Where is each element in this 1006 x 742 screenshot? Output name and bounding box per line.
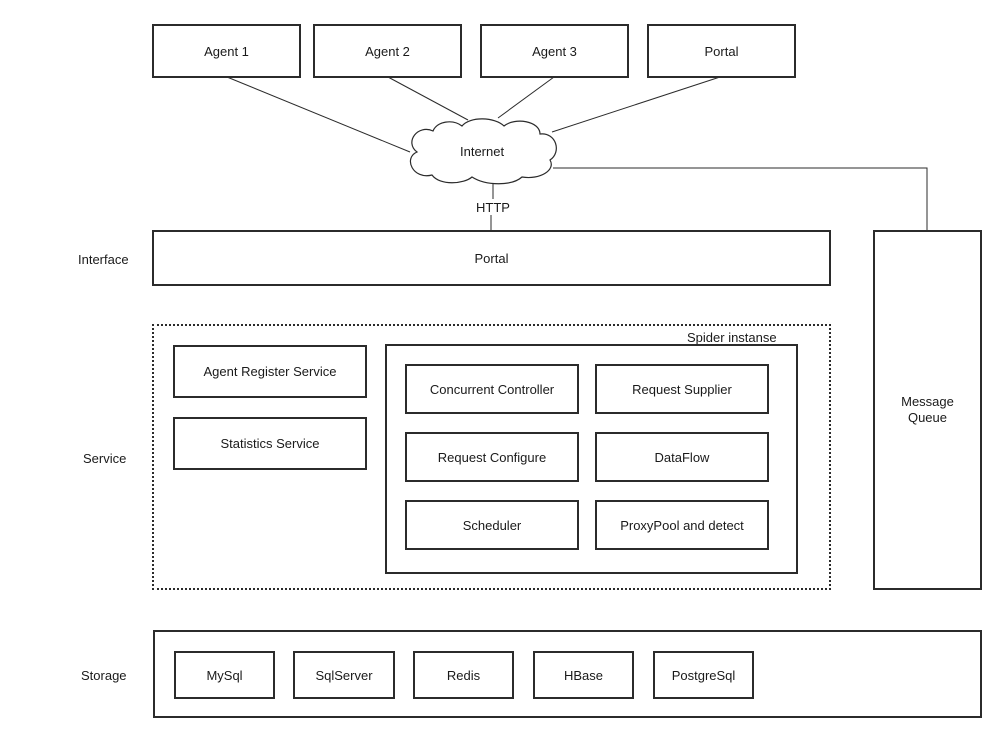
- layer-label-service: Service: [83, 451, 127, 466]
- request-configure-box: Request Configure: [405, 432, 579, 482]
- concurrent-controller-label: Concurrent Controller: [429, 381, 555, 397]
- link-agent1-internet: [226, 76, 411, 153]
- agent-2-label: Agent 2: [365, 43, 410, 59]
- postgresql-label: PostgreSql: [671, 667, 736, 683]
- sqlserver-box: SqlServer: [293, 651, 395, 699]
- proxypool-label: ProxyPool and detect: [620, 517, 744, 533]
- redis-box: Redis: [413, 651, 514, 699]
- dataflow-label: DataFlow: [654, 449, 710, 465]
- internet-label: Internet: [460, 144, 505, 159]
- statistics-service-label: Statistics Service: [220, 436, 320, 451]
- portal-client-box: Portal: [647, 24, 796, 78]
- agent-1-box: Agent 1: [152, 24, 301, 78]
- spider-instance-title: Spider instanse: [687, 330, 777, 345]
- message-queue-label: Message Queue: [901, 394, 954, 425]
- layer-label-storage: Storage: [81, 668, 127, 683]
- link-portal-internet: [551, 76, 721, 133]
- mysql-box: MySql: [174, 651, 275, 699]
- sqlserver-label: SqlServer: [315, 667, 373, 683]
- agent-3-box: Agent 3: [480, 24, 629, 78]
- scheduler-box: Scheduler: [405, 500, 579, 550]
- interface-portal-label: Portal: [474, 250, 509, 266]
- dataflow-box: DataFlow: [595, 432, 769, 482]
- interface-portal-box: Portal: [152, 230, 831, 286]
- redis-label: Redis: [446, 667, 481, 683]
- agent-register-service-label: Agent Register Service: [203, 364, 337, 379]
- link-agent2-internet: [387, 76, 469, 121]
- mysql-label: MySql: [206, 667, 243, 683]
- spider-instance-box: [385, 344, 798, 574]
- concurrent-controller-box: Concurrent Controller: [405, 364, 579, 414]
- message-queue-box: Message Queue: [873, 230, 982, 590]
- postgresql-box: PostgreSql: [653, 651, 754, 699]
- storage-layer-box: [153, 630, 982, 718]
- portal-client-label: Portal: [704, 43, 739, 59]
- hbase-box: HBase: [533, 651, 634, 699]
- service-layer-boundary: [152, 324, 831, 590]
- agent-2-box: Agent 2: [313, 24, 462, 78]
- agent-3-label: Agent 3: [532, 43, 577, 59]
- statistics-service-box: Statistics Service: [173, 417, 367, 470]
- agent-register-service-box: Agent Register Service: [173, 345, 367, 398]
- agent-1-label: Agent 1: [204, 43, 249, 59]
- internet-cloud-icon: [409, 118, 557, 185]
- http-label: HTTP: [476, 200, 510, 215]
- link-agent3-internet: [497, 76, 555, 119]
- layer-label-interface: Interface: [78, 252, 129, 267]
- proxypool-box: ProxyPool and detect: [595, 500, 769, 550]
- request-supplier-box: Request Supplier: [595, 364, 769, 414]
- scheduler-label: Scheduler: [462, 517, 522, 533]
- hbase-label: HBase: [563, 667, 604, 683]
- request-supplier-label: Request Supplier: [632, 381, 732, 397]
- request-configure-label: Request Configure: [437, 449, 547, 465]
- link-internet-message-queue: [553, 167, 928, 231]
